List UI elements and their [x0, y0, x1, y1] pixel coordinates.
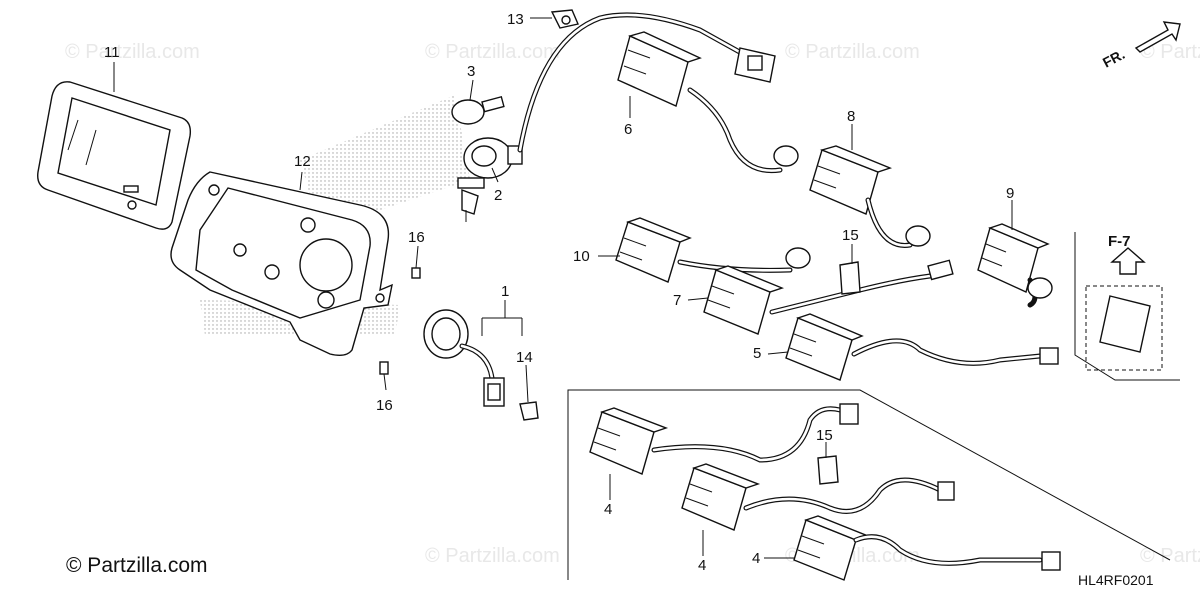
- callout-6[interactable]: 6: [624, 121, 632, 138]
- callout-4-b[interactable]: 4: [698, 557, 706, 574]
- clip-14[interactable]: [519, 401, 539, 421]
- callout-14[interactable]: 14: [516, 349, 533, 366]
- watermark: © Partzilla.com: [1140, 41, 1200, 63]
- callout-3[interactable]: 3: [467, 63, 475, 80]
- callout-8[interactable]: 8: [847, 108, 855, 125]
- meter-assembly[interactable]: [37, 81, 192, 230]
- key[interactable]: [451, 95, 505, 125]
- callouts: 11 12 3 2 1 14 16 16 13 6 8 9 10 7 15 5 …: [104, 11, 1131, 574]
- watermark: © Partzilla.com: [785, 41, 920, 63]
- callout-5[interactable]: 5: [753, 345, 761, 362]
- meter-bracket[interactable]: [170, 171, 393, 357]
- watermark: © Partzilla.com: [65, 41, 200, 63]
- callout-10[interactable]: 10: [573, 248, 590, 265]
- leader-lines: [113, 17, 1013, 559]
- watermark: © Partzilla.com: [1140, 545, 1200, 567]
- switch-9[interactable]: [977, 223, 1053, 308]
- switch-4-b[interactable]: [681, 463, 955, 531]
- switch-6[interactable]: [617, 31, 799, 174]
- callout-13[interactable]: 13: [507, 11, 524, 28]
- reference-box: [1074, 232, 1180, 381]
- callout-9[interactable]: 9: [1006, 185, 1014, 202]
- callout-2[interactable]: 2: [494, 187, 502, 204]
- switch-4-c[interactable]: [793, 515, 1061, 581]
- ignition-wire: [517, 12, 776, 153]
- direction-label: FR.: [1100, 46, 1127, 71]
- callout-1[interactable]: 1: [501, 283, 509, 300]
- watermark: © Partzilla.com: [425, 545, 560, 567]
- callout-7[interactable]: 7: [673, 292, 681, 309]
- lower-group-border: [567, 389, 1171, 580]
- callout-11[interactable]: 11: [104, 44, 120, 61]
- clip-13[interactable]: [550, 9, 579, 29]
- switch-8[interactable]: [809, 145, 931, 248]
- callout-4-a[interactable]: 4: [604, 501, 612, 518]
- callout-16-upper[interactable]: 16: [408, 229, 425, 246]
- diagram-code: HL4RF0201: [1078, 572, 1154, 588]
- watermarks: © Partzilla.com © Partzilla.com © Partzi…: [65, 41, 1200, 567]
- switch-10[interactable]: [615, 217, 811, 283]
- callout-15-upper[interactable]: 15: [842, 227, 859, 244]
- switch-4-a[interactable]: [589, 403, 859, 475]
- reference-label[interactable]: F-7: [1108, 233, 1131, 250]
- callout-4-c[interactable]: 4: [752, 550, 760, 567]
- watermark: © Partzilla.com: [425, 41, 560, 63]
- copyright-text: © Partzilla.com: [66, 554, 208, 577]
- switch-5[interactable]: [785, 313, 1059, 381]
- ignition-switch[interactable]: [457, 137, 523, 222]
- callout-15-lower[interactable]: 15: [816, 427, 833, 444]
- accessory-socket[interactable]: [423, 309, 505, 407]
- callout-16-lower[interactable]: 16: [376, 397, 393, 414]
- clip-15[interactable]: [817, 261, 861, 485]
- callout-12[interactable]: 12: [294, 153, 311, 170]
